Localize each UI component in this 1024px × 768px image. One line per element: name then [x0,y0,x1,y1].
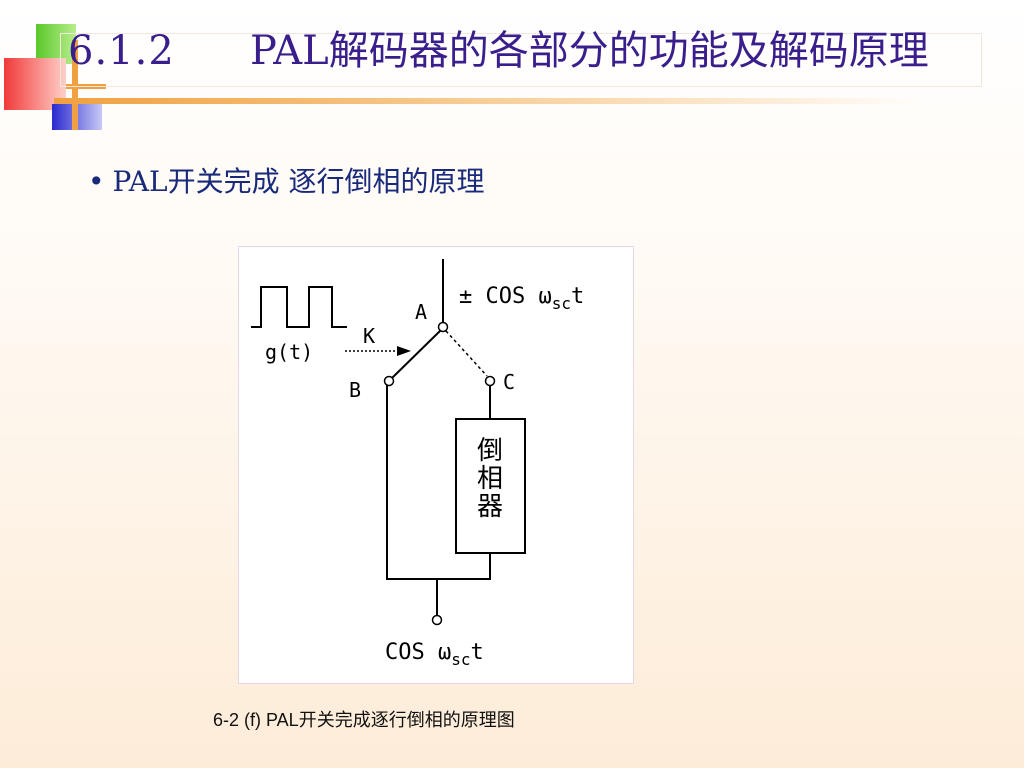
node-a-label: A [415,300,427,324]
node-a-terminal [437,321,449,333]
block-char-3: 器 [477,492,503,522]
deco-green-square [36,24,76,64]
block-char-1: 倒 [477,436,503,466]
deco-orange-horizontal [66,84,106,89]
bottom-signal-label: COS ωsct [385,640,484,669]
circuit-diagram: ± COS ωsct A K g(t) B C 倒 相 器 COS ωsct [238,246,634,684]
slide-title: 6.1.2 PAL解码器的各部分的功能及解码原理 [68,30,980,72]
node-b-label: B [349,378,361,402]
output-terminal [431,614,443,626]
title-underline [54,98,924,104]
inverter-block [455,418,526,554]
title-number: 6.1.2 [68,28,175,74]
switch-dashed-arm [445,330,488,377]
circuit-svg: ± COS ωsct A K g(t) B C 倒 相 器 COS ωsct [251,259,584,669]
top-signal-label: ± COS ωsct [459,284,584,313]
node-b-terminal [383,375,395,387]
control-arrow-icon [397,346,411,356]
bullet-point: •PAL开关完成 逐行倒相的原理 [88,160,485,200]
block-char-2: 相 [477,464,503,494]
title-text: PAL解码器的各部分的功能及解码原理 [250,28,929,74]
control-signal-label: g(t) [265,340,313,364]
figure-caption: 6-2 (f) PAL开关完成逐行倒相的原理图 [213,710,515,730]
square-wave-signal [251,286,347,328]
switch-label: K [363,324,375,348]
switch-arm [391,330,441,379]
bullet-dot-icon: • [88,165,105,198]
bullet-text: PAL开关完成 逐行倒相的原理 [112,165,485,198]
node-c-terminal [484,375,496,387]
node-c-label: C [503,370,515,394]
